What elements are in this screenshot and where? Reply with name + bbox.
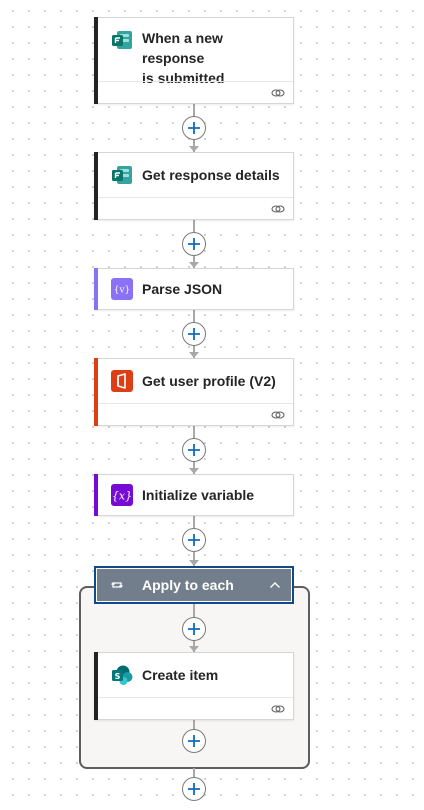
plus-icon [188,238,200,250]
data-operation-icon: {v} [111,278,133,300]
connector-arrow [189,468,199,474]
step-card-parse-json[interactable]: {v} Parse JSON [94,268,294,310]
svg-text:S: S [115,672,121,681]
plus-icon [188,623,200,635]
loop-title: Apply to each [142,577,234,593]
loop-icon [111,582,123,588]
plus-icon [188,735,200,747]
step-card-get-response-details[interactable]: Get response details [94,152,294,220]
link-icon[interactable] [271,86,285,100]
step-accent-bar [94,358,98,426]
forms-icon [112,31,132,49]
connector-arrow [189,146,199,152]
link-icon[interactable] [271,408,285,422]
step-footer [98,697,293,719]
step-card-get-user-profile[interactable]: Get user profile (V2) [94,358,294,426]
connector-arrow [189,646,199,652]
connector-arrow [189,262,199,268]
add-step-button[interactable] [182,116,206,140]
step-footer [98,81,293,103]
add-step-button[interactable] [182,617,206,641]
link-icon[interactable] [271,702,285,716]
sharepoint-icon: S [112,665,133,685]
step-title: Initialize variable [142,487,255,503]
step-title: Create item [142,667,219,683]
step-card-create-item[interactable]: S Create item [94,652,294,720]
chevron-up-icon[interactable] [268,578,282,592]
add-step-button[interactable] [182,528,206,552]
step-accent-bar [94,17,98,104]
connector-arrow [189,352,199,358]
plus-icon [188,328,200,340]
link-icon[interactable] [271,202,285,216]
variable-icon: {x} [111,484,133,506]
add-step-button[interactable] [182,438,206,462]
plus-icon [188,122,200,134]
step-title: Parse JSON [142,281,223,297]
forms-icon [112,166,132,184]
step-accent-bar [94,152,98,220]
step-title: Get user profile (V2) [142,373,276,389]
add-step-button[interactable] [182,322,206,346]
step-footer [98,403,293,425]
step-accent-bar [94,268,98,310]
step-accent-bar [94,652,98,720]
office365-icon [111,370,133,392]
step-card-initialize-variable[interactable]: {x} Initialize variable [94,474,294,516]
plus-icon [188,444,200,456]
svg-text:{x}: {x} [112,490,132,503]
apply-to-each-header[interactable]: Apply to each [94,566,294,604]
svg-text:{v}: {v} [114,286,131,296]
step-footer [98,197,293,219]
add-step-button[interactable] [182,729,206,753]
add-step-button[interactable] [182,232,206,256]
step-title: Get response details [142,167,280,183]
connector-arrow [189,560,199,566]
step-card-trigger[interactable]: When a new response is submitted [94,17,294,104]
plus-icon [188,534,200,546]
step-accent-bar [94,474,98,516]
add-step-button[interactable] [182,777,206,801]
step-title: When a new response is submitted [142,30,225,86]
plus-icon [188,783,200,795]
